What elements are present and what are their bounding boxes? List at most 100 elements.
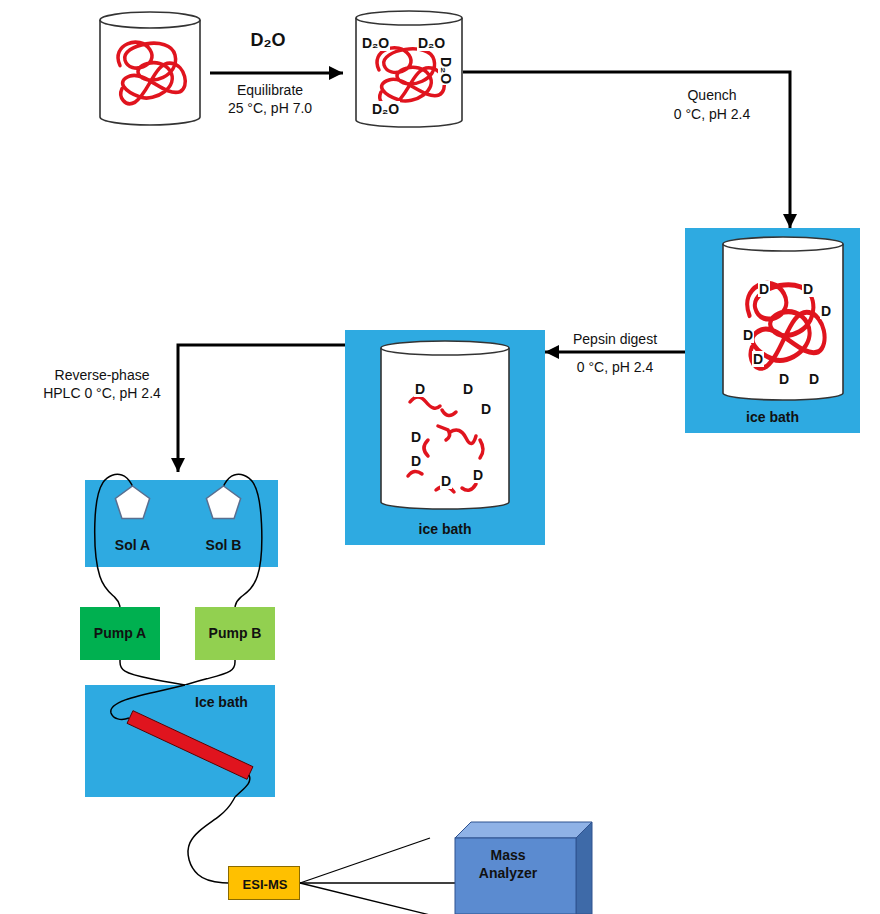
- text-slot: 0 °C, pH 2.4: [560, 358, 670, 376]
- process-arrow: [210, 72, 343, 75]
- tube-body: [723, 244, 843, 400]
- text-slot: D₂O: [371, 100, 400, 118]
- tubing: [120, 660, 185, 685]
- text-slot: Ice bath: [195, 693, 248, 711]
- solvent-bottle-shape: [206, 486, 240, 519]
- process-arrow: [545, 351, 685, 354]
- condition-label: 0 °C, pH 2.4: [674, 106, 750, 122]
- deuterium-label: D: [410, 429, 422, 445]
- text-slot: Pump B: [195, 624, 275, 642]
- text-slot: D: [472, 466, 484, 484]
- text-slot: D: [410, 452, 422, 470]
- solvent-label: D₂O: [438, 56, 454, 85]
- pump-label: Pump A: [94, 625, 146, 641]
- esi-label: ESI-MS: [243, 877, 288, 892]
- condition-label: 25 °C, pH 7.0: [228, 100, 312, 116]
- deuterium-label: D: [414, 381, 426, 397]
- text-slot: D: [802, 280, 814, 298]
- text-slot: D₂O: [437, 56, 455, 85]
- esi-source: ESI-MS: [228, 866, 300, 900]
- deuterium-label: D: [440, 473, 452, 489]
- step-label: Equilibrate: [237, 82, 303, 98]
- tube-rim: [356, 11, 462, 25]
- tubing: [235, 775, 250, 797]
- text-slot: Mass Analyzer: [463, 846, 553, 882]
- edge-label: Quench: [687, 87, 736, 103]
- deuterium-label: D: [778, 371, 790, 387]
- deuterium-label: D: [410, 453, 422, 469]
- ice-bath: ice bathDDDDDDD: [345, 330, 545, 545]
- peptide-fragment: [480, 440, 483, 458]
- protein-tangle: [377, 48, 444, 107]
- deuterium-label: D: [480, 401, 492, 417]
- pump-label: Pump B: [209, 625, 262, 641]
- solvent-label: D₂O: [371, 101, 400, 117]
- tube-body: [381, 348, 509, 509]
- text-slot: D: [778, 370, 790, 388]
- text-slot: D: [752, 350, 764, 368]
- solvent-label: Sol B: [206, 537, 242, 553]
- cube-top: [455, 822, 592, 838]
- text-slot: D: [462, 380, 474, 398]
- ice-bath: ice bathDDDDDDD: [685, 228, 860, 433]
- solvent-label: D₂O: [417, 35, 446, 51]
- tubing: [111, 685, 185, 719]
- mass-analyzer: Mass Analyzer: [455, 822, 592, 914]
- spray-line: [300, 883, 430, 914]
- solvent-tray: [85, 480, 278, 567]
- text-slot: D: [440, 472, 452, 490]
- text-slot: D: [758, 280, 770, 298]
- text-slot: Equilibrate: [220, 81, 320, 99]
- text-slot: D₂O: [238, 30, 298, 52]
- text-slot: Pump A: [80, 624, 160, 642]
- protein-tangle: [118, 42, 185, 103]
- tube-rim: [723, 237, 843, 251]
- text-slot: 0 °C, pH 2.4: [657, 105, 767, 123]
- solvent-label: Sol A: [115, 537, 150, 553]
- peptide-fragment: [450, 430, 476, 444]
- sample-tube: DDDDDDD: [722, 236, 844, 401]
- condition-label: 0 °C, pH 2.4: [577, 359, 653, 375]
- bath-label: ice bath: [419, 521, 472, 537]
- deuterium-label: D: [758, 281, 770, 297]
- text-slot: D: [820, 302, 832, 320]
- deuterium-label: D: [462, 381, 474, 397]
- sample-tube: [100, 12, 200, 125]
- hplc-ice-bath: Ice bath: [85, 685, 275, 797]
- analyzer-label: Mass Analyzer: [479, 847, 537, 881]
- tubing: [185, 660, 235, 685]
- bath-label: Ice bath: [195, 694, 248, 710]
- reagent-label: D₂O: [251, 30, 286, 50]
- solvent-label: D₂O: [361, 35, 390, 51]
- deuterium-label: D: [742, 327, 754, 343]
- text-slot: Pepsin digest: [560, 330, 670, 348]
- deuterium-label: D: [802, 281, 814, 297]
- peptide-fragment: [462, 484, 476, 490]
- tube-body: [100, 20, 200, 125]
- edge-label: Pepsin digest: [573, 331, 657, 347]
- bath-label: ice bath: [746, 409, 799, 425]
- text-slot: 25 °C, pH 7.0: [215, 99, 325, 117]
- text-slot: Sol B: [196, 536, 251, 554]
- text-slot: ice bath: [345, 520, 545, 538]
- hplc-column: [127, 711, 253, 780]
- spray-line: [300, 838, 430, 883]
- text-slot: ice bath: [685, 408, 860, 426]
- peptide-fragment: [424, 440, 428, 456]
- text-slot: D: [808, 370, 820, 388]
- text-slot: D: [414, 380, 426, 398]
- pump: Pump A: [80, 607, 160, 660]
- deuterium-label: D: [752, 351, 764, 367]
- sample-tube: DDDDDDD: [380, 340, 510, 510]
- solvent-bottle: Sol A: [105, 484, 160, 560]
- text-slot: D: [480, 400, 492, 418]
- pump: Pump B: [195, 607, 275, 660]
- tubing: [300, 882, 455, 883]
- solvent-bottle-shape: [115, 486, 149, 519]
- text-slot: Reverse-phase HPLC 0 °C, pH 2.4: [40, 366, 164, 402]
- peptide-fragment: [438, 426, 450, 440]
- deuterium-label: D: [808, 371, 820, 387]
